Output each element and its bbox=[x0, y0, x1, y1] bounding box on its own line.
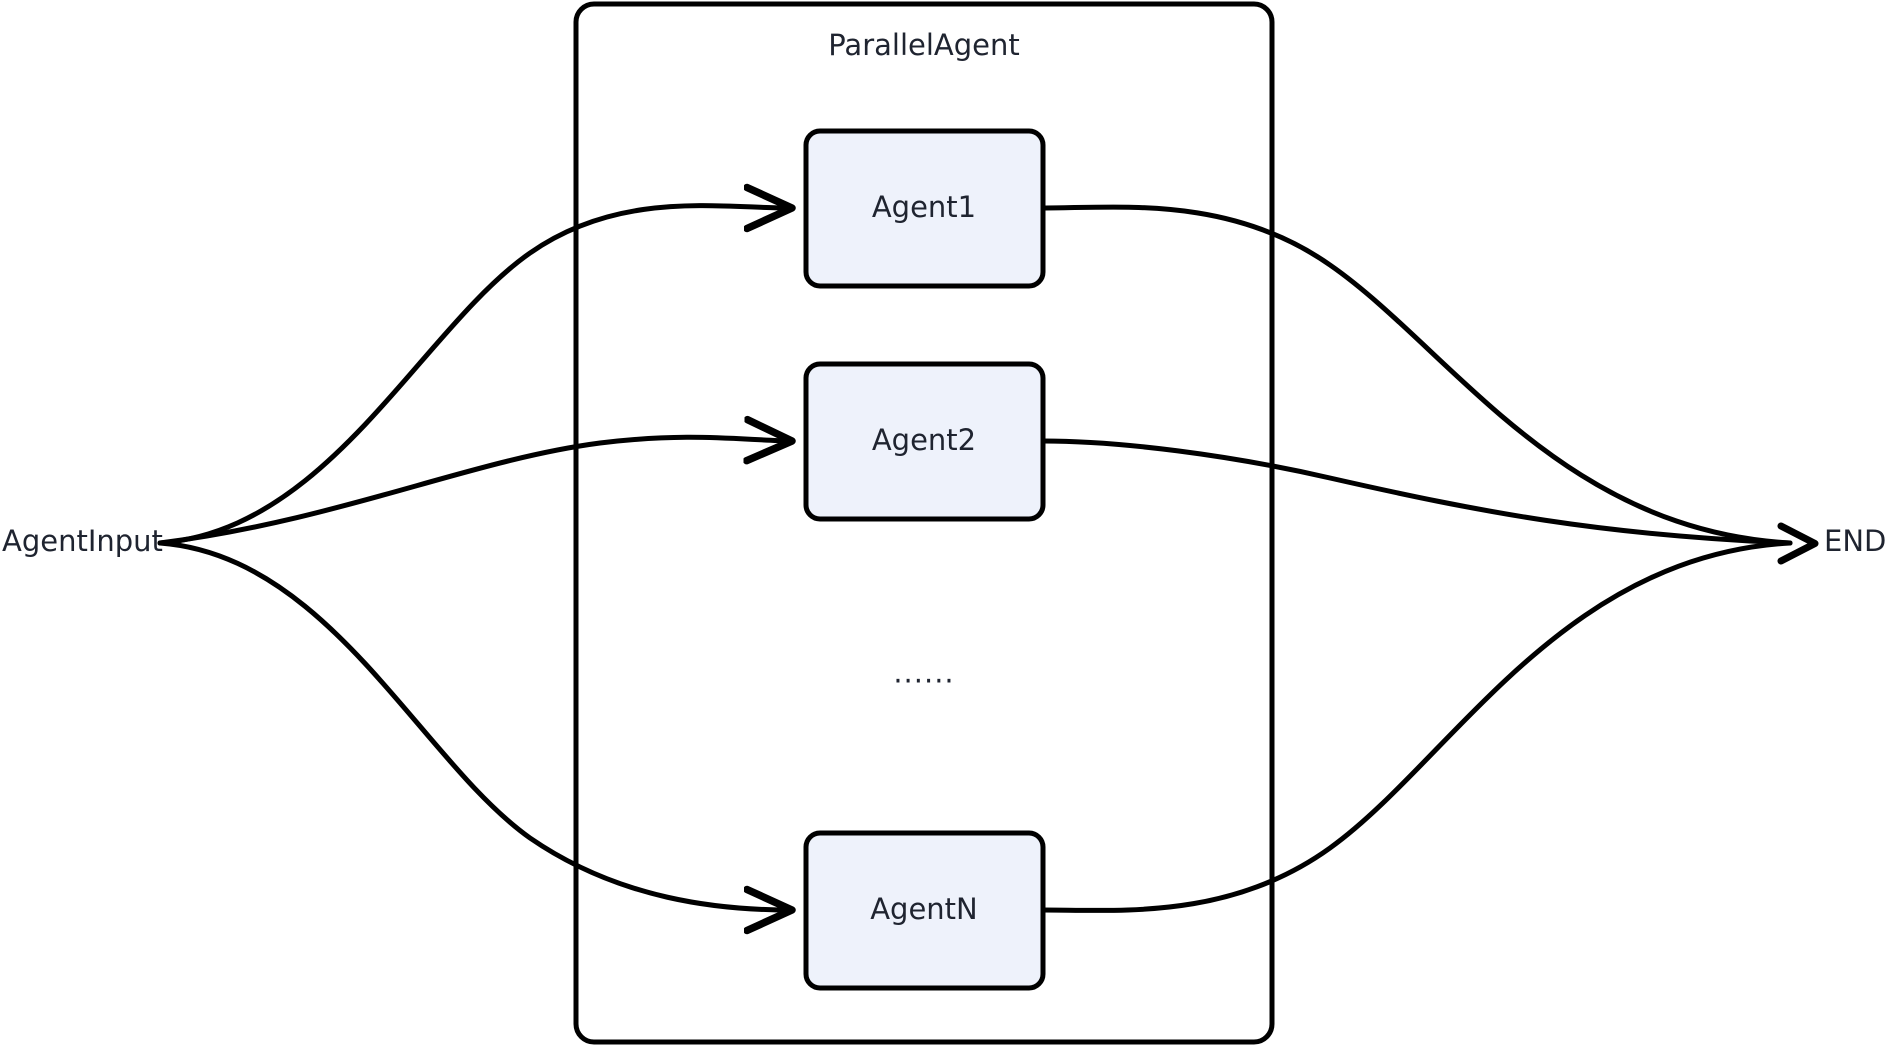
parallel-agent-group-box bbox=[573, 1, 1275, 1045]
end-label: END bbox=[1824, 524, 1886, 558]
end-arrowhead-icon bbox=[1777, 522, 1819, 565]
agentN-box[interactable] bbox=[803, 830, 1046, 991]
edge-agent2-to-end bbox=[1040, 438, 1793, 546]
agent-node-agent2[interactable]: Agent2 bbox=[803, 361, 1046, 522]
agent1-box[interactable] bbox=[803, 128, 1046, 289]
agentN-label: AgentN bbox=[870, 892, 978, 926]
agent-node-agentN[interactable]: AgentN bbox=[803, 830, 1046, 991]
edge-agentN-to-end bbox=[1040, 540, 1793, 913]
agent-input-label: AgentInput bbox=[2, 524, 163, 558]
edge-input-to-agent2 bbox=[157, 437, 790, 546]
parallel-agent-group-title: ParallelAgent bbox=[828, 28, 1020, 62]
edge-input-to-agent1 bbox=[157, 206, 790, 546]
edge-agent1-to-end bbox=[1040, 204, 1793, 546]
agents-ellipsis: ······ bbox=[893, 664, 954, 698]
agent-node-agent1[interactable]: Agent1 bbox=[803, 128, 1046, 289]
agent2-label: Agent2 bbox=[872, 423, 976, 457]
edge-input-to-agentN bbox=[157, 540, 790, 910]
agent1-label: Agent1 bbox=[872, 190, 976, 224]
agent2-box[interactable] bbox=[803, 361, 1046, 522]
